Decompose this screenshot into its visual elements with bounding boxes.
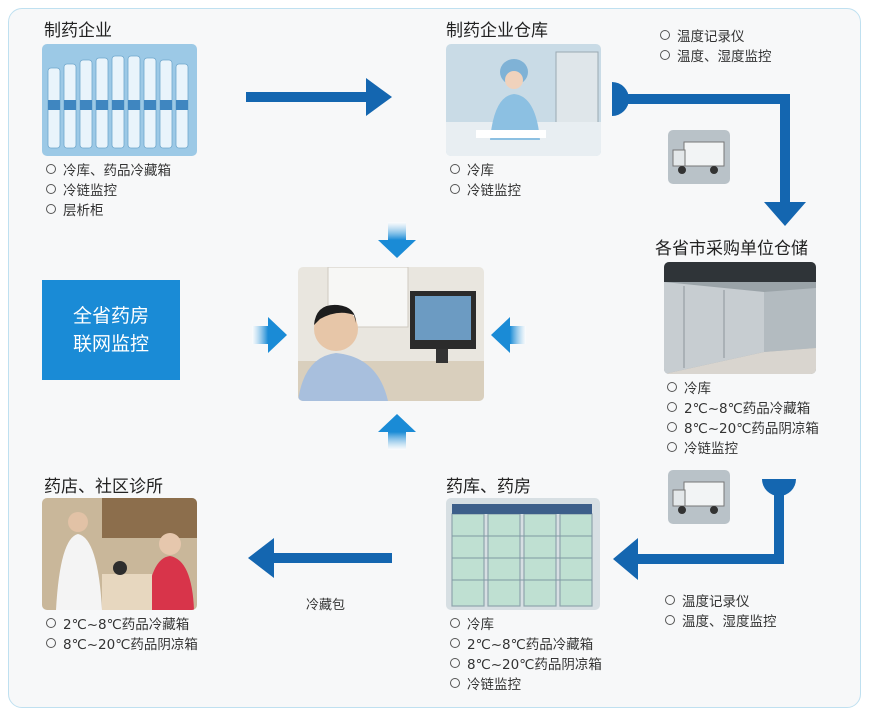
pharmacy-clinic-title: 药店、社区诊所 [44, 477, 163, 497]
circle-bullet-icon [450, 184, 460, 194]
list-item: 冷链监控 [667, 439, 819, 459]
arrow-provincial-to-drugstore [613, 479, 796, 580]
list-item: 2℃~8℃药品冷藏箱 [450, 635, 602, 655]
circle-bullet-icon [450, 164, 460, 174]
list-item: 8℃~20℃药品阴凉箱 [450, 655, 602, 675]
list-item: 温度、湿度监控 [660, 47, 772, 67]
list-item: 温度记录仪 [660, 27, 772, 47]
circle-bullet-icon [667, 422, 677, 432]
circle-bullet-icon [46, 164, 56, 174]
list-item: 2℃~8℃药品冷藏箱 [46, 615, 198, 635]
lab-worker-photo [446, 44, 601, 156]
pharma-company-title: 制药企业 [44, 21, 112, 41]
circle-bullet-icon [46, 184, 56, 194]
circle-bullet-icon [665, 595, 675, 605]
circle-bullet-icon [667, 442, 677, 452]
circle-bullet-icon [450, 678, 460, 688]
list-item: 温度、湿度监控 [665, 612, 777, 632]
arrow-company-to-warehouse [246, 78, 392, 116]
circle-bullet-icon [660, 30, 670, 40]
refrigerated-truck-icon [668, 470, 730, 524]
drug-store-items: 冷库 2℃~8℃药品冷藏箱 8℃~20℃药品阴凉箱 冷链监控 [450, 615, 602, 695]
circle-bullet-icon [660, 50, 670, 60]
list-item: 8℃~20℃药品阴凉箱 [667, 419, 819, 439]
arrow-drugstore-to-clinic [248, 538, 392, 578]
monitoring-operator-photo [298, 267, 484, 401]
cold-pack-label: 冷藏包 [306, 598, 346, 613]
circle-bullet-icon [46, 204, 56, 214]
warehouse-monitoring-items: 温度记录仪 温度、湿度监控 [660, 27, 772, 67]
list-item: 冷链监控 [450, 675, 602, 695]
drugstore-monitoring-items: 温度记录仪 温度、湿度监控 [665, 592, 777, 632]
arrow-warehouse-to-provincial [612, 82, 806, 226]
circle-bullet-icon [46, 618, 56, 628]
vials-photo [42, 44, 197, 156]
network-monitoring-line2: 联网监控 [72, 333, 149, 355]
list-item: 冷库 [450, 161, 521, 181]
circle-bullet-icon [667, 402, 677, 412]
refrigerated-truck-icon [668, 130, 730, 184]
clinic-photo [42, 498, 197, 610]
circle-bullet-icon [450, 638, 460, 648]
arrow-in-top [378, 222, 416, 258]
circle-bullet-icon [667, 382, 677, 392]
network-monitoring-line1: 全省药房 [72, 305, 149, 327]
list-item: 冷链监控 [450, 181, 521, 201]
provincial-storage-title: 各省市采购单位仓储 [655, 239, 808, 259]
medicine-cabinets-photo [446, 498, 600, 610]
circle-bullet-icon [665, 615, 675, 625]
network-monitoring-box: 全省药房 联网监控 [42, 280, 180, 380]
pharmacy-clinic-items: 2℃~8℃药品冷藏箱 8℃~20℃药品阴凉箱 [46, 615, 198, 655]
list-item: 冷库、药品冷藏箱 [46, 161, 171, 181]
arrow-in-right [491, 317, 526, 353]
list-item: 层析柜 [46, 201, 171, 221]
pharma-warehouse-title: 制药企业仓库 [446, 21, 548, 41]
pharma-company-items: 冷库、药品冷藏箱 冷链监控 层析柜 [46, 161, 171, 221]
list-item: 8℃~20℃药品阴凉箱 [46, 635, 198, 655]
arrow-in-bottom [378, 414, 416, 450]
list-item: 温度记录仪 [665, 592, 777, 612]
arrow-in-left [252, 317, 287, 353]
provincial-storage-items: 冷库 2℃~8℃药品冷藏箱 8℃~20℃药品阴凉箱 冷链监控 [667, 379, 819, 459]
pharma-warehouse-items: 冷库 冷链监控 [450, 161, 521, 201]
cold-storage-photo [664, 262, 816, 374]
circle-bullet-icon [450, 658, 460, 668]
circle-bullet-icon [450, 618, 460, 628]
list-item: 冷库 [450, 615, 602, 635]
list-item: 冷库 [667, 379, 819, 399]
list-item: 2℃~8℃药品冷藏箱 [667, 399, 819, 419]
list-item: 冷链监控 [46, 181, 171, 201]
drug-store-title: 药库、药房 [446, 477, 531, 497]
circle-bullet-icon [46, 638, 56, 648]
